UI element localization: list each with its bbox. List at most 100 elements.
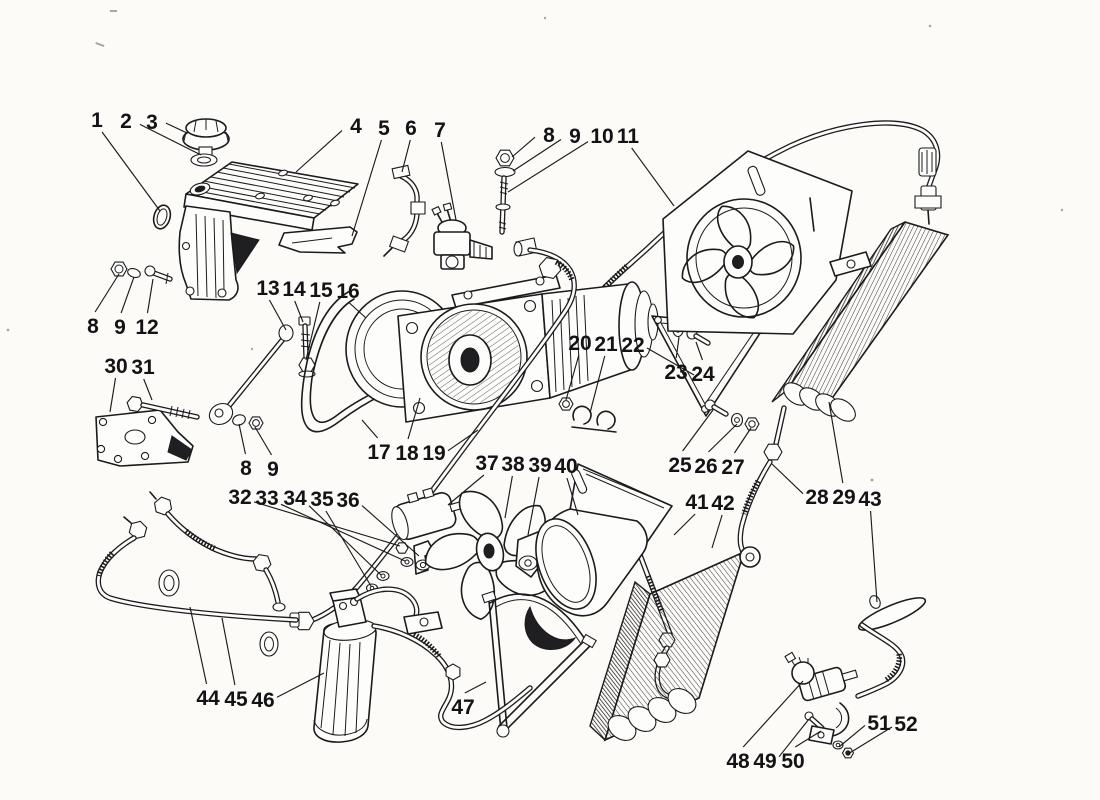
leader-line: [94, 273, 120, 313]
callout-label: 41: [685, 491, 709, 514]
callout-50: 50: [781, 730, 822, 773]
callout-21: 21: [589, 333, 618, 414]
leader-line: [708, 423, 738, 453]
callout-label: 51: [867, 712, 891, 735]
leader-line: [349, 302, 367, 319]
leader-line: [512, 139, 562, 172]
callout-label: 10: [590, 125, 613, 148]
leader-line: [139, 123, 202, 156]
liquid-hose: [149, 491, 286, 612]
o-ring: [152, 204, 172, 230]
leader-line: [221, 617, 236, 686]
callout-label: 31: [131, 356, 155, 379]
condenser-coils: [783, 382, 856, 422]
pressure-switch: [431, 202, 493, 270]
leader-line: [361, 419, 379, 439]
callout-label: 52: [894, 713, 917, 736]
callout-31: 31: [131, 356, 155, 401]
leader-line: [507, 141, 589, 193]
callout-label: 9: [267, 458, 279, 481]
paper-specks: [6, 10, 1064, 482]
tensioner-arm: [208, 324, 294, 426]
leader-line: [325, 510, 372, 587]
callout-label: 26: [694, 455, 717, 478]
hose-clamp: [571, 405, 617, 433]
mount-bracket: [95, 409, 194, 467]
callout-30: 30: [104, 355, 128, 413]
callout-52: 52: [847, 713, 918, 755]
tank-bracket: [178, 205, 260, 301]
callout-42: 42: [711, 492, 735, 549]
callout-33: 33: [255, 487, 406, 562]
grommet-2: [259, 631, 279, 657]
arm-washer-nut: [232, 414, 264, 430]
long-bolt: [126, 395, 200, 420]
callout-32: 32: [228, 486, 401, 547]
condenser-outlet-fitting: [740, 443, 783, 560]
callout-27: 27: [721, 427, 752, 479]
compressor: [345, 237, 659, 423]
drier-outlet-hose: [374, 626, 530, 727]
clamp-nut: [558, 397, 574, 411]
leader-line: [742, 680, 804, 748]
callout-label: 22: [621, 334, 644, 357]
callout-19: 19: [422, 429, 479, 465]
callout-4: 4: [295, 115, 362, 173]
callout-24: 24: [691, 341, 715, 386]
leader-line: [447, 429, 479, 452]
drier-strap: [357, 589, 443, 635]
callout-1: 1: [91, 109, 161, 212]
callout-25: 25: [668, 409, 714, 477]
callout-12: 12: [135, 278, 159, 339]
condenser-bolt-set: [704, 399, 760, 431]
leader-line: [276, 672, 325, 698]
leader-line: [794, 730, 822, 748]
finned-plate: [183, 161, 359, 231]
callout-26: 26: [694, 423, 738, 478]
leader-line: [401, 139, 411, 173]
leader-line: [504, 475, 513, 519]
callout-label: 14: [282, 278, 306, 301]
callout-48: 48: [726, 680, 804, 773]
callout-45: 45: [221, 617, 248, 711]
callout-39: 39: [527, 454, 552, 536]
leader-line: [733, 427, 752, 454]
callout-14: 14: [282, 278, 306, 323]
leader-line: [268, 299, 287, 331]
callout-13: 13: [256, 277, 287, 331]
thermostat-screw: [804, 711, 825, 731]
callout-label: 34: [283, 487, 307, 510]
callout-3: 3: [146, 111, 188, 134]
callout-label: 30: [104, 355, 127, 378]
callout-label: 40: [554, 455, 577, 478]
leader-line: [294, 300, 304, 323]
callout-47: 47: [451, 681, 487, 719]
leader-line: [464, 681, 487, 694]
evaporator-coils: [607, 688, 697, 741]
leader-line: [695, 341, 703, 361]
leader-line: [109, 377, 117, 413]
arm-bolt-and-nut: [298, 316, 316, 378]
leader-line: [847, 726, 893, 755]
callout-6: 6: [401, 117, 417, 173]
callout-label: 12: [135, 316, 158, 339]
leader-line: [254, 426, 273, 456]
callout-label: 49: [753, 750, 776, 773]
thermostat: [784, 651, 859, 702]
callout-label: 5: [378, 117, 390, 140]
shroud-v-bracket: [481, 590, 597, 738]
leader-line: [189, 606, 208, 685]
callout-label: 33: [255, 487, 278, 510]
callout-label: 42: [711, 492, 734, 515]
leader-line: [120, 276, 135, 314]
callout-label: 35: [310, 488, 334, 511]
leader-line: [511, 136, 536, 158]
leader-line: [828, 401, 844, 484]
callout-label: 3: [146, 111, 158, 134]
leader-line: [295, 130, 343, 173]
callout-17: 17: [361, 419, 391, 464]
callout-label: 44: [196, 687, 220, 710]
thermostat-bracket: [808, 702, 850, 745]
